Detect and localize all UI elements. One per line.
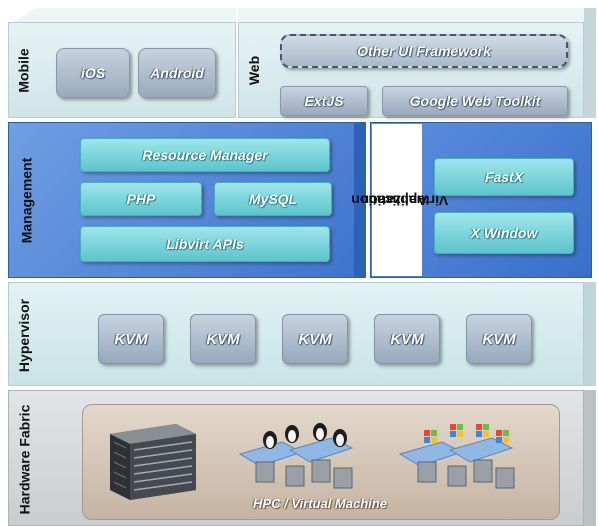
- web-layer-top: [238, 8, 584, 22]
- mysql-box: MySQL: [214, 182, 332, 216]
- management-layer-side: [354, 122, 366, 278]
- linux-vm-cluster-icon: [238, 423, 354, 489]
- hpc-virtual-machine-caption: HPC / Virtual Machine: [253, 496, 387, 511]
- resource-manager-box: Resource Manager: [80, 138, 330, 172]
- web-label: Web: [246, 55, 263, 85]
- hypervisor-label: Hypervisor: [16, 298, 33, 372]
- kvm-box-5: KVM: [466, 314, 532, 364]
- android-box: Android: [138, 48, 216, 98]
- application-virtualization-inner: [372, 124, 422, 276]
- kvm-box-3: KVM: [282, 314, 348, 364]
- kvm-box-2: KVM: [190, 314, 256, 364]
- fastx-box: FastX: [434, 158, 574, 196]
- windows-vm-cluster-icon: [398, 424, 515, 489]
- windows-flag-glyphs: [424, 424, 509, 443]
- extjs-box: ExtJS: [280, 86, 368, 116]
- x-window-box: X Window: [434, 212, 574, 254]
- hardware-fabric-label: Hardware Fabric: [16, 404, 33, 514]
- mobile-layer-top: [14, 8, 236, 22]
- php-box: PHP: [80, 182, 202, 216]
- web-layer-side: [584, 8, 596, 118]
- google-web-toolkit-box: Google Web Toolkit: [382, 86, 568, 116]
- libvirt-apis-box: Libvirt APIs: [80, 226, 330, 262]
- hardware-fabric-layer-side: [584, 390, 596, 526]
- mobile-label: Mobile: [15, 47, 32, 93]
- hypervisor-layer-side: [584, 282, 596, 386]
- ios-box: iOS: [56, 48, 130, 98]
- kvm-box-1: KVM: [98, 314, 164, 364]
- kvm-box-4: KVM: [374, 314, 440, 364]
- management-label: Management: [18, 157, 35, 243]
- penguin-glyphs: [263, 423, 347, 449]
- other-ui-framework-box: Other UI Framework: [280, 34, 568, 68]
- server-rack-icon: [110, 424, 196, 500]
